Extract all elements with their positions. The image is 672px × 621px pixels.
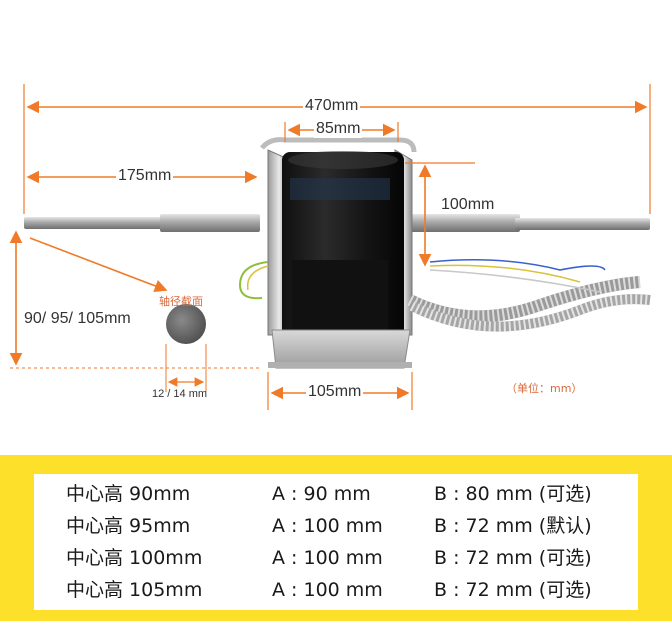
unit-note: （单位：mm） — [506, 382, 583, 395]
spec-band: 中心高 90mm A : 90 mm B : 80 mm (可选) 中心高 95… — [0, 455, 672, 621]
motor-drawing — [9, 84, 651, 410]
spec-row: 中心高 100mm A : 100 mm B : 72 mm (可选) — [34, 542, 638, 574]
spec-a-value: A : 100 mm — [272, 515, 383, 537]
spec-b-value: B : 72 mm (可选) — [434, 547, 592, 569]
base-width-label: 105mm — [306, 383, 364, 401]
spec-b-value: B : 80 mm (可选) — [434, 483, 592, 505]
spec-row: 中心高 90mm A : 90 mm B : 80 mm (可选) — [34, 478, 638, 510]
body-height-label: 100mm — [439, 196, 497, 214]
shaft-section-label: 轴径截面 — [159, 295, 203, 308]
spec-center-height: 中心高 95mm — [66, 515, 191, 537]
spec-b-value: B : 72 mm (可选) — [434, 579, 592, 601]
total-length-label: 470mm — [303, 97, 361, 115]
spec-row: 中心高 95mm A : 100 mm B : 72 mm (默认) — [34, 510, 638, 542]
spec-center-height: 中心高 90mm — [66, 483, 191, 505]
shaft-left-label: 175mm — [116, 167, 174, 185]
spec-a-value: A : 100 mm — [272, 547, 383, 569]
spec-row: 中心高 105mm A : 100 mm B : 72 mm (可选) — [34, 574, 638, 606]
motor-dimension-diagram: 470mm 85mm 175mm 100mm 90/ 95/ 105mm 105… — [9, 84, 651, 410]
spec-center-height: 中心高 100mm — [66, 547, 203, 569]
spec-a-value: A : 100 mm — [272, 579, 383, 601]
body-width-label: 85mm — [314, 120, 363, 138]
motor-base — [268, 329, 412, 369]
motor-shaft — [24, 214, 650, 232]
spec-center-height: 中心高 105mm — [66, 579, 203, 601]
armored-cable — [407, 259, 651, 332]
shaft-section-circle — [166, 304, 206, 344]
spec-a-value: A : 90 mm — [272, 483, 371, 505]
lead-wires — [238, 261, 269, 300]
motor-body — [282, 151, 404, 342]
center-height-label: 90/ 95/ 105mm — [22, 310, 133, 328]
shaft-diameter-label: 12 / 14 mm — [152, 388, 208, 400]
spec-b-value: B : 72 mm (默认) — [434, 515, 592, 537]
spec-table: 中心高 90mm A : 90 mm B : 80 mm (可选) 中心高 95… — [34, 474, 638, 610]
